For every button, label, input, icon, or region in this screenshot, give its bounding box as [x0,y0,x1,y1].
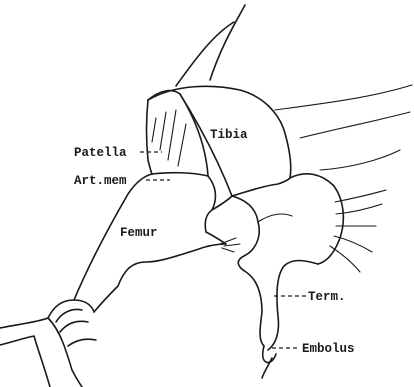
femur-joint-hairs [220,238,240,252]
seta-right-4 [335,190,386,202]
trochanter-ring-2 [60,321,88,332]
cymbium-outline [290,174,343,264]
bulb-left-outline [232,196,264,346]
art-membrane-outline [152,173,215,232]
labels: Patella Art.mem Tibia Femur Term. Embolu… [74,128,355,356]
trochanter-ring-1 [56,310,82,323]
seta-right-1 [275,85,412,110]
leader-lines [140,152,306,348]
patella-region [147,91,216,232]
tibia-lower-edge [180,94,290,196]
trochanter-top [48,300,94,318]
coxa-outline [0,318,82,387]
label-art-mem: Art.mem [74,174,127,188]
seta-right-3 [320,150,400,170]
seta-top-2 [176,22,234,86]
basal-segments [0,300,96,387]
femur-lower-edge [94,244,226,312]
seta-right-2 [300,112,410,138]
seta-long-top [210,5,245,80]
label-tibia: Tibia [210,128,248,142]
trochanter-ring-3 [68,339,96,346]
femur-joint-edge [206,232,226,244]
bulb-right-outline [268,261,318,351]
bulb-inner-line [258,214,292,222]
patella-left-edge [147,100,153,174]
coxa-inner [0,336,50,387]
label-femur: Femur [120,226,158,240]
embolus-spine [262,358,272,378]
patella-hatching [152,110,186,166]
label-patella: Patella [74,146,127,160]
label-term: Term. [308,290,346,304]
label-embolus: Embolus [302,342,355,356]
